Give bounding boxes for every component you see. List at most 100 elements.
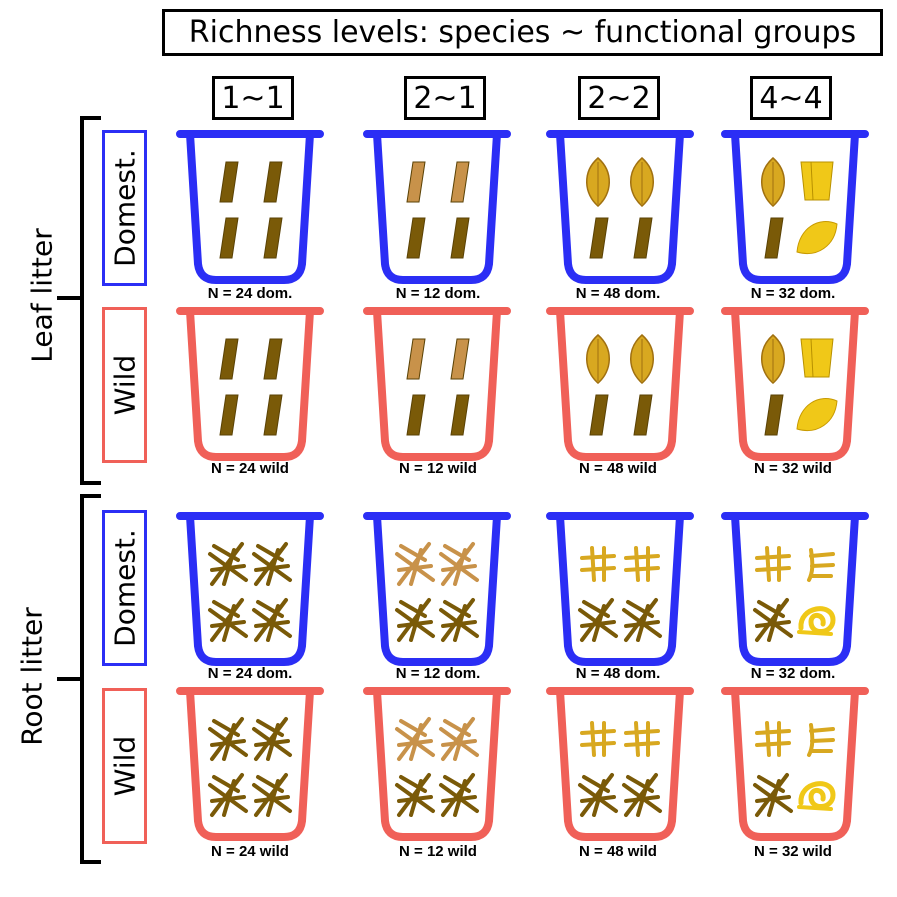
root-dark-icon <box>208 717 248 761</box>
stick-dark-icon <box>263 338 283 380</box>
beaker-outline <box>546 512 694 666</box>
spiral-root-icon <box>797 781 836 811</box>
stick-dark-icon <box>219 338 239 380</box>
comb-root-icon <box>755 721 791 757</box>
leaf-wild-beaker-4_4 <box>721 307 869 461</box>
leaf-domest-beaker-4_4 <box>721 130 869 284</box>
stick-light-icon <box>450 161 470 203</box>
leaf-icon <box>761 334 785 384</box>
root-dark-icon <box>439 598 479 642</box>
beaker-outline <box>721 307 869 461</box>
stick-dark-icon <box>263 394 283 436</box>
comb-root-icon <box>580 721 616 757</box>
n-label: N = 12 wild <box>399 460 477 477</box>
stick-dark-icon <box>406 394 426 436</box>
stick-dark-icon <box>450 217 470 259</box>
root-dark-icon <box>622 773 662 817</box>
stick-dark-icon <box>764 394 784 436</box>
root-light-icon <box>395 542 435 586</box>
leaf-icon <box>586 334 610 384</box>
comb-root-icon <box>624 721 660 757</box>
n-label: N = 12 dom. <box>395 665 481 682</box>
n-label: N = 32 wild <box>754 843 832 860</box>
beaker-outline <box>721 512 869 666</box>
comb-root-icon <box>755 546 791 582</box>
root-light-icon <box>439 717 479 761</box>
n-label: N = 24 dom. <box>207 665 293 682</box>
n-label: N = 12 wild <box>399 843 477 860</box>
root-dark-icon <box>622 598 662 642</box>
beaker-outline <box>721 130 869 284</box>
n-label: N = 32 dom. <box>750 285 836 302</box>
root-dark-icon <box>208 598 248 642</box>
cup-piece-icon <box>800 338 834 378</box>
stick-dark-icon <box>589 394 609 436</box>
leaf-icon <box>630 157 654 207</box>
root-dark-icon <box>208 773 248 817</box>
spiral-root-icon <box>797 606 836 636</box>
root-dark-icon <box>252 598 292 642</box>
level-label-2-2: 2~2 <box>578 76 660 120</box>
stick-light-icon <box>406 338 426 380</box>
beaker-outline <box>721 687 869 841</box>
beaker-outline <box>546 130 694 284</box>
n-label: N = 48 wild <box>579 843 657 860</box>
leaf-domest-beaker-2_2 <box>546 130 694 284</box>
root-dark-icon <box>208 542 248 586</box>
petal-icon <box>796 221 838 254</box>
root-dark-icon <box>252 542 292 586</box>
leaf-litter-bracket <box>57 116 101 485</box>
root-wild-beaker-2_1 <box>363 687 511 841</box>
root-litter-bracket <box>57 494 101 864</box>
n-label: N = 32 dom. <box>750 665 836 682</box>
root-dark-icon <box>395 598 435 642</box>
stick-dark-icon <box>263 217 283 259</box>
branch-root-icon <box>807 723 835 757</box>
root-wild-beaker-2_2 <box>546 687 694 841</box>
stick-dark-icon <box>263 161 283 203</box>
root-dark-icon <box>753 773 793 817</box>
beaker-outline <box>176 512 324 666</box>
n-label: N = 24 dom. <box>207 285 293 302</box>
root-light-icon <box>395 717 435 761</box>
stick-dark-icon <box>633 217 653 259</box>
root-wild-beaker-1_1 <box>176 687 324 841</box>
comb-root-icon <box>580 546 616 582</box>
cup-piece-icon <box>800 161 834 201</box>
branch-root-icon <box>807 548 835 582</box>
leaf-wild-beaker-1_1 <box>176 307 324 461</box>
root-domest-beaker-2_1 <box>363 512 511 666</box>
leaf-domest-beaker-2_1 <box>363 130 511 284</box>
leaf-domest-beaker-1_1 <box>176 130 324 284</box>
root-wild-row-label: Wild <box>102 688 147 844</box>
root-dark-icon <box>439 773 479 817</box>
n-label: N = 12 dom. <box>395 285 481 302</box>
root-dark-icon <box>252 773 292 817</box>
beaker-outline <box>363 687 511 841</box>
root-dark-icon <box>252 717 292 761</box>
n-label: N = 32 wild <box>754 460 832 477</box>
stick-dark-icon <box>219 217 239 259</box>
beaker-outline <box>176 307 324 461</box>
beaker-outline <box>363 130 511 284</box>
stick-dark-icon <box>219 394 239 436</box>
n-label: N = 48 wild <box>579 460 657 477</box>
n-label: N = 24 wild <box>211 843 289 860</box>
leaf-icon <box>761 157 785 207</box>
stick-dark-icon <box>764 217 784 259</box>
beaker-outline <box>176 687 324 841</box>
stick-dark-icon <box>633 394 653 436</box>
root-dark-icon <box>578 773 618 817</box>
level-label-4-4: 4~4 <box>750 76 832 120</box>
leaf-wild-row-label: Wild <box>102 307 147 463</box>
petal-icon <box>796 398 838 431</box>
stick-light-icon <box>406 161 426 203</box>
n-label: N = 48 dom. <box>575 285 661 302</box>
root-domest-row-label: Domest. <box>102 510 147 666</box>
root-dark-icon <box>395 773 435 817</box>
root-dark-icon <box>578 598 618 642</box>
root-wild-beaker-4_4 <box>721 687 869 841</box>
leaf-domest-row-label: Domest. <box>102 130 147 286</box>
